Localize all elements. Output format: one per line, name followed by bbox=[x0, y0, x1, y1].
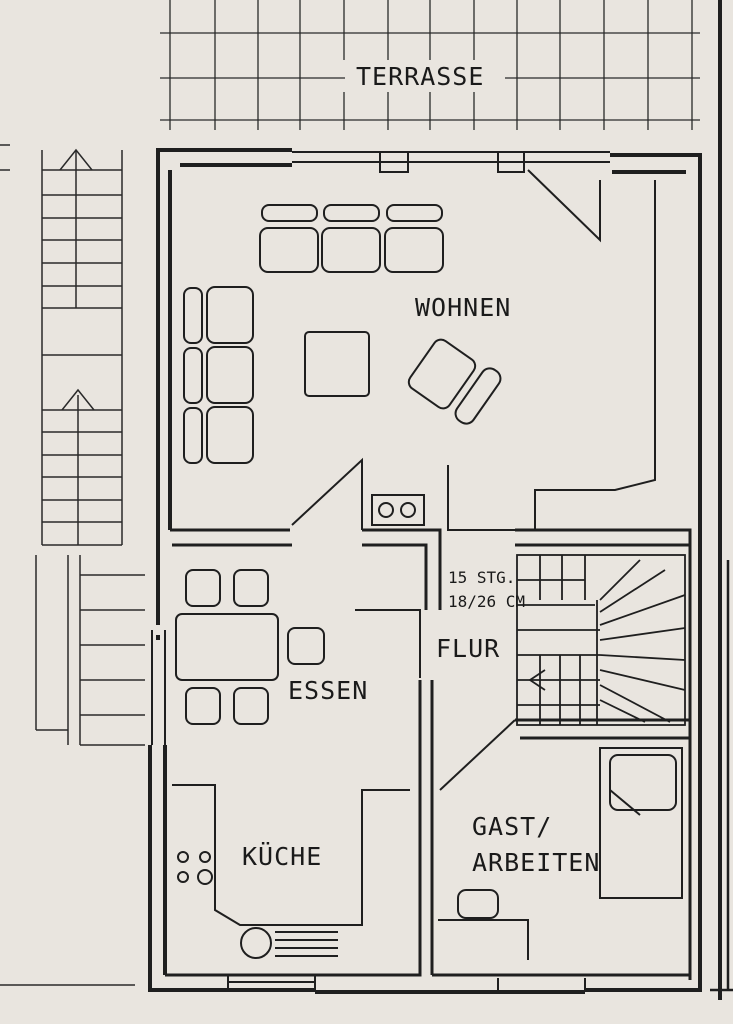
guest-room-label-line1: GAST/ bbox=[472, 812, 553, 841]
guest-room-furniture bbox=[438, 747, 683, 992]
dining-room-label: ESSEN bbox=[288, 676, 369, 705]
stair-note-dimensions: 18/26 CM bbox=[448, 592, 526, 611]
terrace-openings bbox=[292, 151, 610, 243]
dining-furniture bbox=[151, 569, 325, 745]
exterior-stairs bbox=[0, 144, 145, 986]
interior-staircase bbox=[516, 554, 686, 726]
living-furniture bbox=[183, 180, 656, 530]
kitchen-label: KÜCHE bbox=[242, 842, 323, 871]
terrace-tiles bbox=[160, 0, 700, 130]
door-swings bbox=[291, 457, 516, 791]
stair-note-steps: 15 STG. bbox=[448, 568, 516, 587]
kitchen-counter bbox=[172, 784, 410, 990]
outer-walls bbox=[148, 0, 722, 1000]
interior-walls bbox=[165, 528, 692, 980]
guest-room-label-line2: ARBEITEN bbox=[472, 848, 601, 877]
hallway-label: FLUR bbox=[436, 634, 501, 663]
terrace-label: TERRASSE bbox=[356, 62, 485, 91]
living-room-label: WOHNEN bbox=[415, 293, 512, 322]
neighbor-walls bbox=[710, 560, 733, 992]
